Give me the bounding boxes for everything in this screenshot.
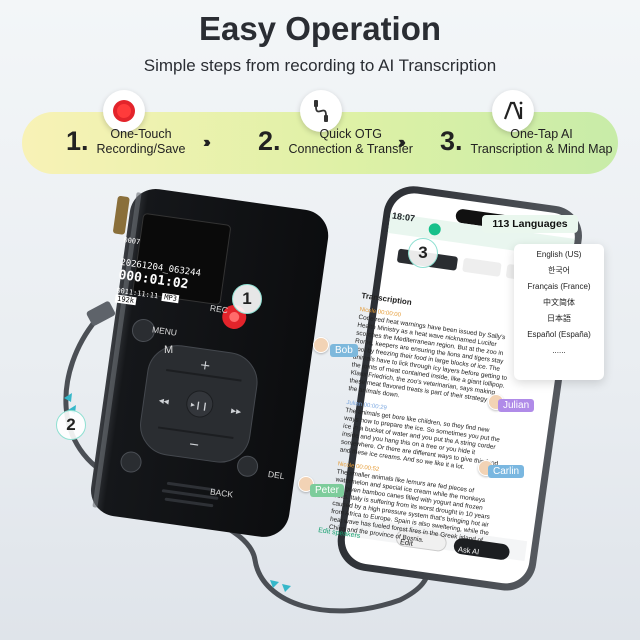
name-tag-carlin: Carlin [488,465,525,478]
svg-text:+: + [199,358,212,374]
language-list: English (US) 한국어 Français (France) 中文简体 … [514,244,604,380]
recorder-screen-text: 0007 20261204_063244 000:01:02 0011:11:1… [114,236,211,315]
step-line: Transcription & Mind Map [470,141,613,156]
language-item[interactable]: 한국어 [547,266,571,275]
svg-text:◂◂: ◂◂ [158,395,169,407]
avatar [313,337,329,353]
cable-step-icon [300,90,342,132]
step-number: 2. [258,126,281,156]
step-line: Recording/Save [96,141,186,156]
del-label: DEL [267,468,286,482]
name-tag-julian: Julian [498,399,535,412]
step-number: 1. [66,126,89,156]
step-badge-3: 3 [408,238,438,268]
language-item[interactable]: Français (France) [527,282,591,291]
record-icon [113,100,135,122]
language-item[interactable]: 日本語 [547,314,571,323]
language-item: ...... [552,346,566,355]
cable-plug [86,301,116,326]
ai-icon [503,101,523,120]
transcription-section: Transcription Nicole 00:00:00 Code red h… [328,291,520,554]
step-line: One-Tap AI [510,126,573,141]
page-subtitle: Simple steps from recording to AI Transc… [143,56,497,75]
svg-text:▸❙❙: ▸❙❙ [190,400,209,411]
language-item[interactable]: 中文简体 [543,298,575,307]
step-line: One-Touch [110,126,172,141]
format-badge: MP3 [161,292,180,304]
step-badge-2: 2 [56,410,86,440]
svg-text:−: − [188,437,201,453]
name-tag-bob: Bob [330,344,358,357]
step-badge-1: 1 [232,284,262,314]
language-item[interactable]: Español (España) [527,330,591,339]
name-tag-peter: Peter [310,484,344,497]
languages-count: 113 Languages [482,215,578,233]
voice-recorder: + − ◂◂ ▸▸ ▸❙❙ [90,189,329,537]
svg-text:▸▸: ▸▸ [230,405,241,417]
menu-key[interactable]: M [164,344,174,356]
play-icon [428,223,441,236]
step-number: 3. [440,126,463,156]
page-title: Easy Operation [198,10,442,47]
ai-step-icon [492,90,534,132]
cable-icon [314,100,328,122]
language-item[interactable]: English (US) [536,250,582,259]
edit-button[interactable]: Edit [399,537,414,548]
record-step-icon [103,90,145,132]
step-line: Quick OTG [319,126,382,141]
step-line: Connection & Transfer [288,141,413,156]
step-arrows: ››› [398,134,406,151]
step-arrows: ››› [203,134,211,151]
